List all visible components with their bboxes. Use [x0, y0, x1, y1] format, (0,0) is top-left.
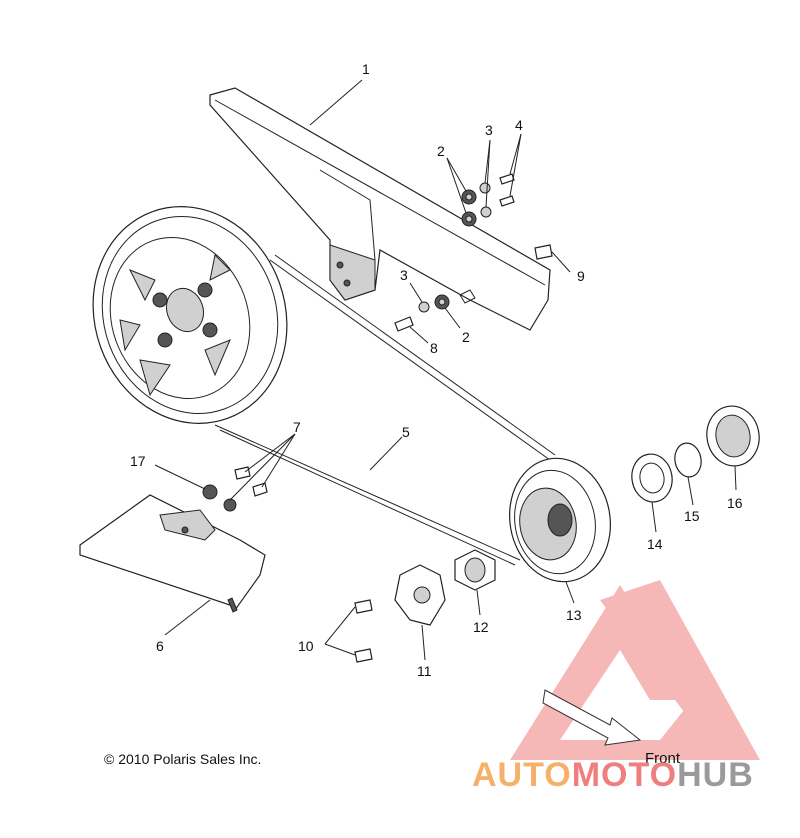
callout-13: 13: [566, 607, 582, 623]
callout-5: 5: [402, 424, 410, 440]
front-direction-label: Front: [645, 750, 681, 767]
callout-2-lower: 2: [462, 329, 470, 345]
callout-17: 17: [130, 453, 146, 469]
callout-3-lower: 3: [400, 267, 408, 283]
watermark-part-hub: HUB: [677, 756, 754, 794]
callout-15: 15: [684, 508, 700, 524]
callout-8: 8: [430, 340, 438, 356]
watermark-part-auto: AUTO: [472, 756, 572, 794]
callout-11: 11: [417, 663, 432, 679]
rear-wheel-pulley: [92, 206, 288, 424]
watermark-part-moto: MOTO: [571, 756, 678, 794]
lower-belt-guard: [79, 494, 266, 613]
callout-labels: 1 2 3 4 9 3 2 8 5 7 17 6 10 11 12 13 14 …: [130, 61, 743, 679]
drive-belt: [214, 254, 556, 566]
callout-14: 14: [647, 536, 663, 552]
callout-10: 10: [298, 638, 314, 654]
front-direction-arrow-icon: [542, 689, 642, 746]
watermark-text: AUTOMOTOHUB: [472, 756, 754, 795]
belt-guard: [209, 87, 551, 331]
callout-4: 4: [515, 117, 523, 133]
callout-3: 3: [485, 122, 493, 138]
callout-2: 2: [437, 143, 445, 159]
front-sprocket: [508, 457, 612, 583]
callout-16: 16: [727, 495, 743, 511]
callout-1: 1: [362, 61, 370, 77]
callout-7: 7: [293, 419, 301, 435]
callout-6: 6: [156, 638, 164, 654]
leader-lines: [154, 79, 737, 661]
callout-9: 9: [577, 268, 585, 284]
hardware: [202, 173, 760, 663]
watermark-logo-icon: [510, 580, 760, 760]
copyright-notice: © 2010 Polaris Sales Inc.: [104, 751, 262, 767]
callout-12: 12: [473, 619, 489, 635]
